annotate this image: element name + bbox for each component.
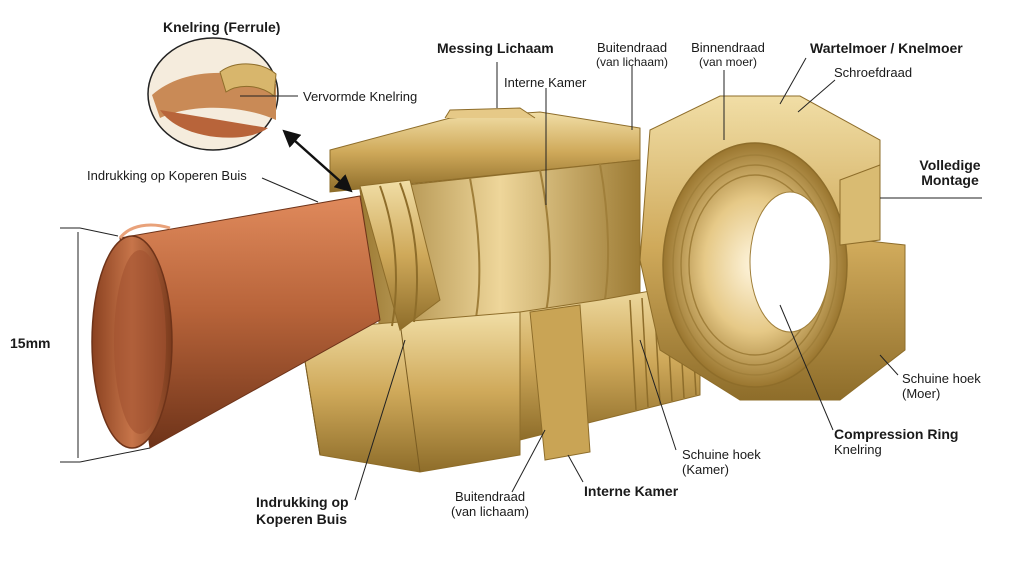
label-messing-lichaam: Messing Lichaam — [437, 40, 554, 56]
label-buitendraad-bottom-sub: (van lichaam) — [450, 504, 530, 519]
label-schroefdraad: Schroefdraad — [834, 65, 913, 80]
label-schuine-kamer-sub: (Kamer) — [682, 462, 729, 477]
leader-lines — [240, 57, 982, 501]
label-binnendraad-sub: (van moer) — [698, 55, 757, 69]
label-dimension: 15mm — [10, 335, 51, 351]
label-indrukking-top: Indrukking op Koperen Buis — [87, 168, 247, 183]
label-knelring-title: Knelring (Ferrule) — [163, 19, 281, 35]
label-schuine-hoek-kamer: Schuine hoek (Kamer) — [682, 447, 761, 477]
label-buitendraad-bottom: Buitendraad (van lichaam) — [440, 489, 540, 519]
label-interne-kamer-top: Interne Kamer — [504, 75, 587, 90]
label-schuine-kamer-main: Schuine hoek — [682, 447, 761, 462]
ferrule — [359, 179, 441, 331]
label-schuine-moer-main: Schuine hoek — [902, 371, 981, 386]
union-nut — [639, 95, 906, 401]
copper-pipe — [91, 195, 381, 449]
label-indrukking-bottom-line2: Koperen Buis — [256, 511, 348, 527]
label-compression-sub: Knelring — [834, 442, 882, 457]
label-schuine-moer-sub: (Moer) — [902, 386, 941, 401]
label-schuine-hoek-moer: Schuine hoek (Moer) — [902, 371, 981, 401]
label-volledige-line1: Volledige — [919, 157, 981, 173]
label-buitendraad-top-sub: (van lichaam) — [595, 55, 669, 69]
label-interne-kamer-bottom: Interne Kamer — [584, 483, 679, 499]
label-binnendraad: Binnendraad (van moer) — [688, 40, 768, 70]
label-indrukking-bottom-line1: Indrukking op — [256, 494, 349, 510]
label-buitendraad-bottom-main: Buitendraad — [454, 489, 526, 504]
detail-inset — [147, 37, 279, 151]
dimension-line — [60, 227, 151, 463]
label-volledige-montage: Volledige Montage — [915, 158, 985, 188]
label-compression-main: Compression Ring — [834, 426, 959, 442]
label-wartelmoer: Wartelmoer / Knelmoer — [810, 40, 963, 56]
label-buitendraad-top: Buitendraad (van lichaam) — [592, 40, 672, 70]
label-compression-ring: Compression Ring Knelring — [834, 426, 959, 458]
label-volledige-line2: Montage — [921, 172, 979, 188]
label-buitendraad-top-main: Buitendraad — [596, 40, 668, 55]
label-binnendraad-main: Binnendraad — [691, 40, 765, 55]
detail-arrow — [282, 129, 353, 193]
label-indrukking-bottom: Indrukking op Koperen Buis — [256, 494, 349, 528]
label-vervormde-knelring: Vervormde Knelring — [303, 89, 418, 104]
